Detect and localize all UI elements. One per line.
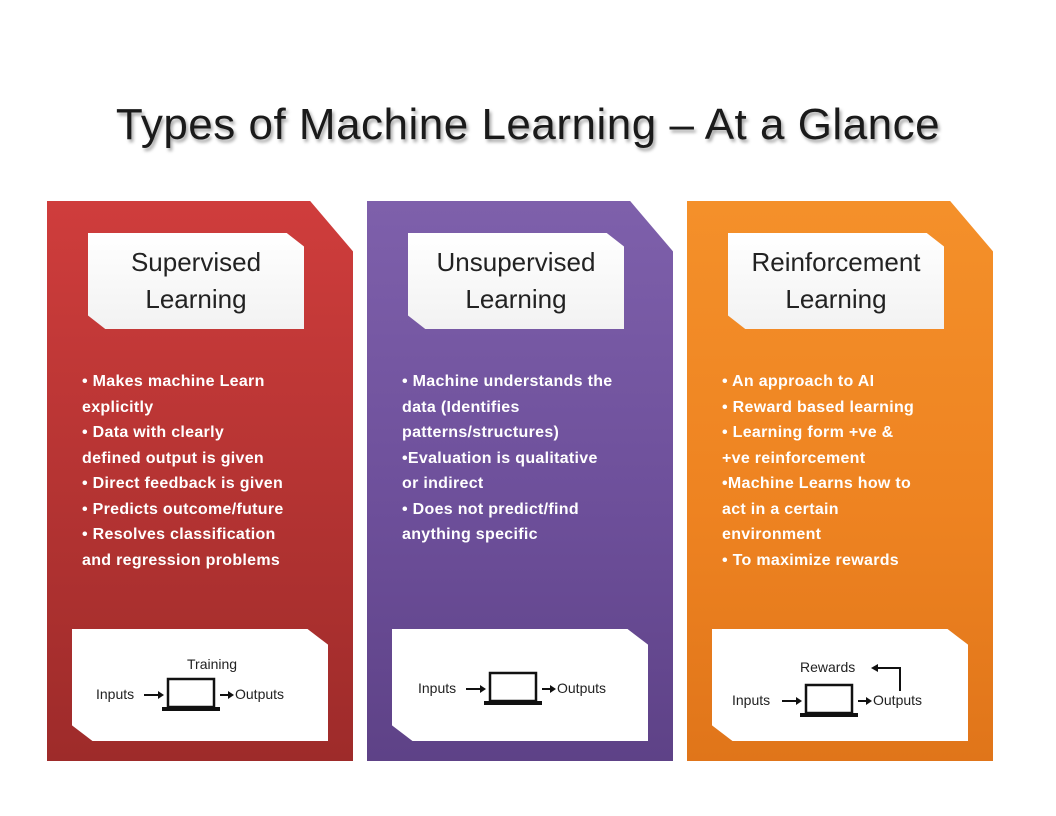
bullet-line: defined output is given <box>82 449 265 467</box>
panel-heading-card: Unsupervised Learning <box>408 233 624 329</box>
supervised-diagram: Training Inputs Outputs <box>96 656 284 711</box>
diagram-input-label: Inputs <box>732 692 770 708</box>
unsupervised-diagram: Inputs Outputs <box>418 671 606 705</box>
arrow-right-icon <box>542 685 556 693</box>
bullet-line: patterns/structures) <box>402 424 560 441</box>
panel-heading-line-2: Learning <box>145 284 247 314</box>
bullet-line: or indirect <box>402 475 484 492</box>
bullet-list: • An approach to AI • Reward based learn… <box>722 369 972 573</box>
diagram-output-label: Outputs <box>235 686 284 702</box>
panel-heading-card: Reinforcement Learning <box>728 233 944 329</box>
bullet-line: data (Identifies <box>402 398 520 416</box>
laptop-icon <box>484 671 542 705</box>
laptop-icon <box>800 683 858 717</box>
unsupervised-diagram-card: Inputs Outputs <box>392 629 648 741</box>
panel-heading-line-1: Unsupervised <box>436 247 596 277</box>
reinforcement-diagram-card: Rewards Inputs Outputs <box>712 629 968 741</box>
bullet-line: act in a certain <box>722 500 839 518</box>
reinforcement-learning-panel: Reinforcement Learning • An approach to … <box>687 201 993 761</box>
panel-heading-line-1: Supervised <box>130 247 262 277</box>
bullet-line: explicitly <box>82 398 154 416</box>
reinforcement-diagram: Rewards Inputs Outputs <box>732 659 922 717</box>
bullet-line: • Direct feedback is given <box>82 475 284 492</box>
bullet-line: • To maximize rewards <box>722 551 900 569</box>
supervised-learning-panel: Supervised Learning • Makes machine Lear… <box>47 201 353 761</box>
diagram-top-label: Rewards <box>800 659 855 675</box>
panel-heading-line-1: Reinforcement <box>751 247 921 277</box>
bullet-line: anything specific <box>402 526 538 543</box>
bullet-line: and regression problems <box>82 551 281 569</box>
arrow-right-icon <box>220 691 234 699</box>
bullet-line: • Data with clearly <box>82 424 225 441</box>
supervised-diagram-card: Training Inputs Outputs <box>72 629 328 741</box>
arrow-right-icon <box>466 685 486 693</box>
bullet-line: • Resolves classification <box>82 526 276 543</box>
diagram-input-label: Inputs <box>418 680 456 696</box>
panel-heading-card: Supervised Learning <box>88 233 304 329</box>
bullet-line: •Evaluation is qualitative <box>402 449 598 467</box>
arrow-right-icon <box>782 697 802 705</box>
bullet-line: • Does not predict/find <box>402 500 579 518</box>
panel-heading-line-2: Learning <box>465 284 567 314</box>
bullet-line: • Predicts outcome/future <box>82 500 284 518</box>
page-title: Types of Machine Learning – At a Glance <box>115 100 941 149</box>
diagram-output-label: Outputs <box>557 680 606 696</box>
arrow-right-icon <box>144 691 164 699</box>
bullet-line: +ve reinforcement <box>722 449 866 467</box>
bullet-line: environment <box>722 526 822 543</box>
feedback-arrow-icon <box>871 664 901 691</box>
bullet-line: • An approach to AI <box>722 373 875 390</box>
unsupervised-learning-panel: Unsupervised Learning • Machine understa… <box>367 201 673 761</box>
diagram-top-label: Training <box>187 656 237 672</box>
diagram-input-label: Inputs <box>96 686 134 702</box>
diagram-output-label: Outputs <box>873 692 922 708</box>
laptop-icon <box>162 677 220 711</box>
bullet-line: • Machine understands the <box>402 373 613 390</box>
arrow-right-icon <box>858 697 872 705</box>
bullet-line: •Machine Learns how to <box>722 475 912 492</box>
bullet-list: • Machine understands the data (Identifi… <box>402 369 652 548</box>
bullet-line: • Learning form +ve & <box>722 424 894 441</box>
bullet-line: • Makes machine Learn <box>82 373 265 390</box>
panel-heading-line-2: Learning <box>785 284 887 314</box>
bullet-list: • Makes machine Learn explicitly • Data … <box>82 369 332 573</box>
bullet-line: • Reward based learning <box>722 398 915 416</box>
